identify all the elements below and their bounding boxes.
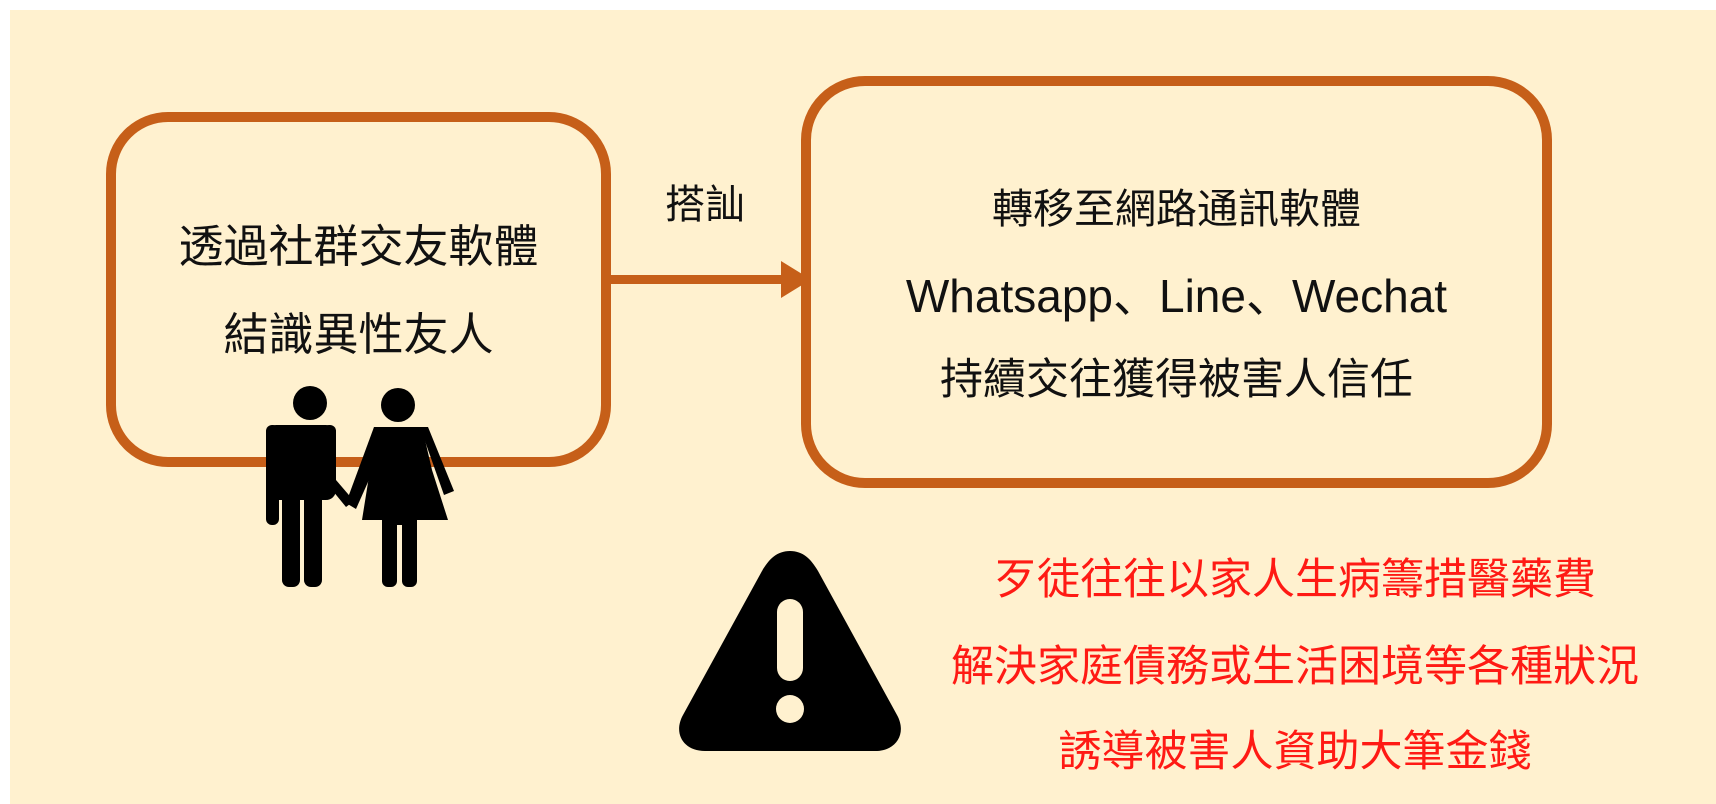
warning-triangle-icon — [679, 551, 901, 751]
warning-line-2: 解決家庭債務或生活困境等各種狀況 — [951, 642, 1639, 692]
right-box-line-2: Whatsapp、Line、Wechat — [905, 270, 1448, 322]
right-box-line-1: 轉移至網路通訊軟體 — [992, 185, 1361, 233]
warning-line-1: 歹徒往往以家人生病籌措醫藥費 — [994, 555, 1596, 605]
left-box — [106, 112, 611, 467]
arrow-connector — [605, 261, 811, 298]
right-box — [801, 76, 1552, 488]
left-box-line-2: 結識異性友人 — [223, 308, 494, 361]
right-box-line-3: 持續交往獲得被害人信任 — [940, 355, 1413, 405]
left-box-line-1: 透過社群交友軟體 — [178, 220, 539, 273]
couple-icon — [266, 386, 454, 587]
arrow-label: 搭訕 — [665, 182, 745, 228]
diagram-canvas: 透過社群交友軟體 結識異性友人 搭訕 轉移至網路通訊軟體 What — [10, 10, 1716, 804]
warning-line-3: 誘導被害人資助大筆金錢 — [1058, 727, 1532, 777]
